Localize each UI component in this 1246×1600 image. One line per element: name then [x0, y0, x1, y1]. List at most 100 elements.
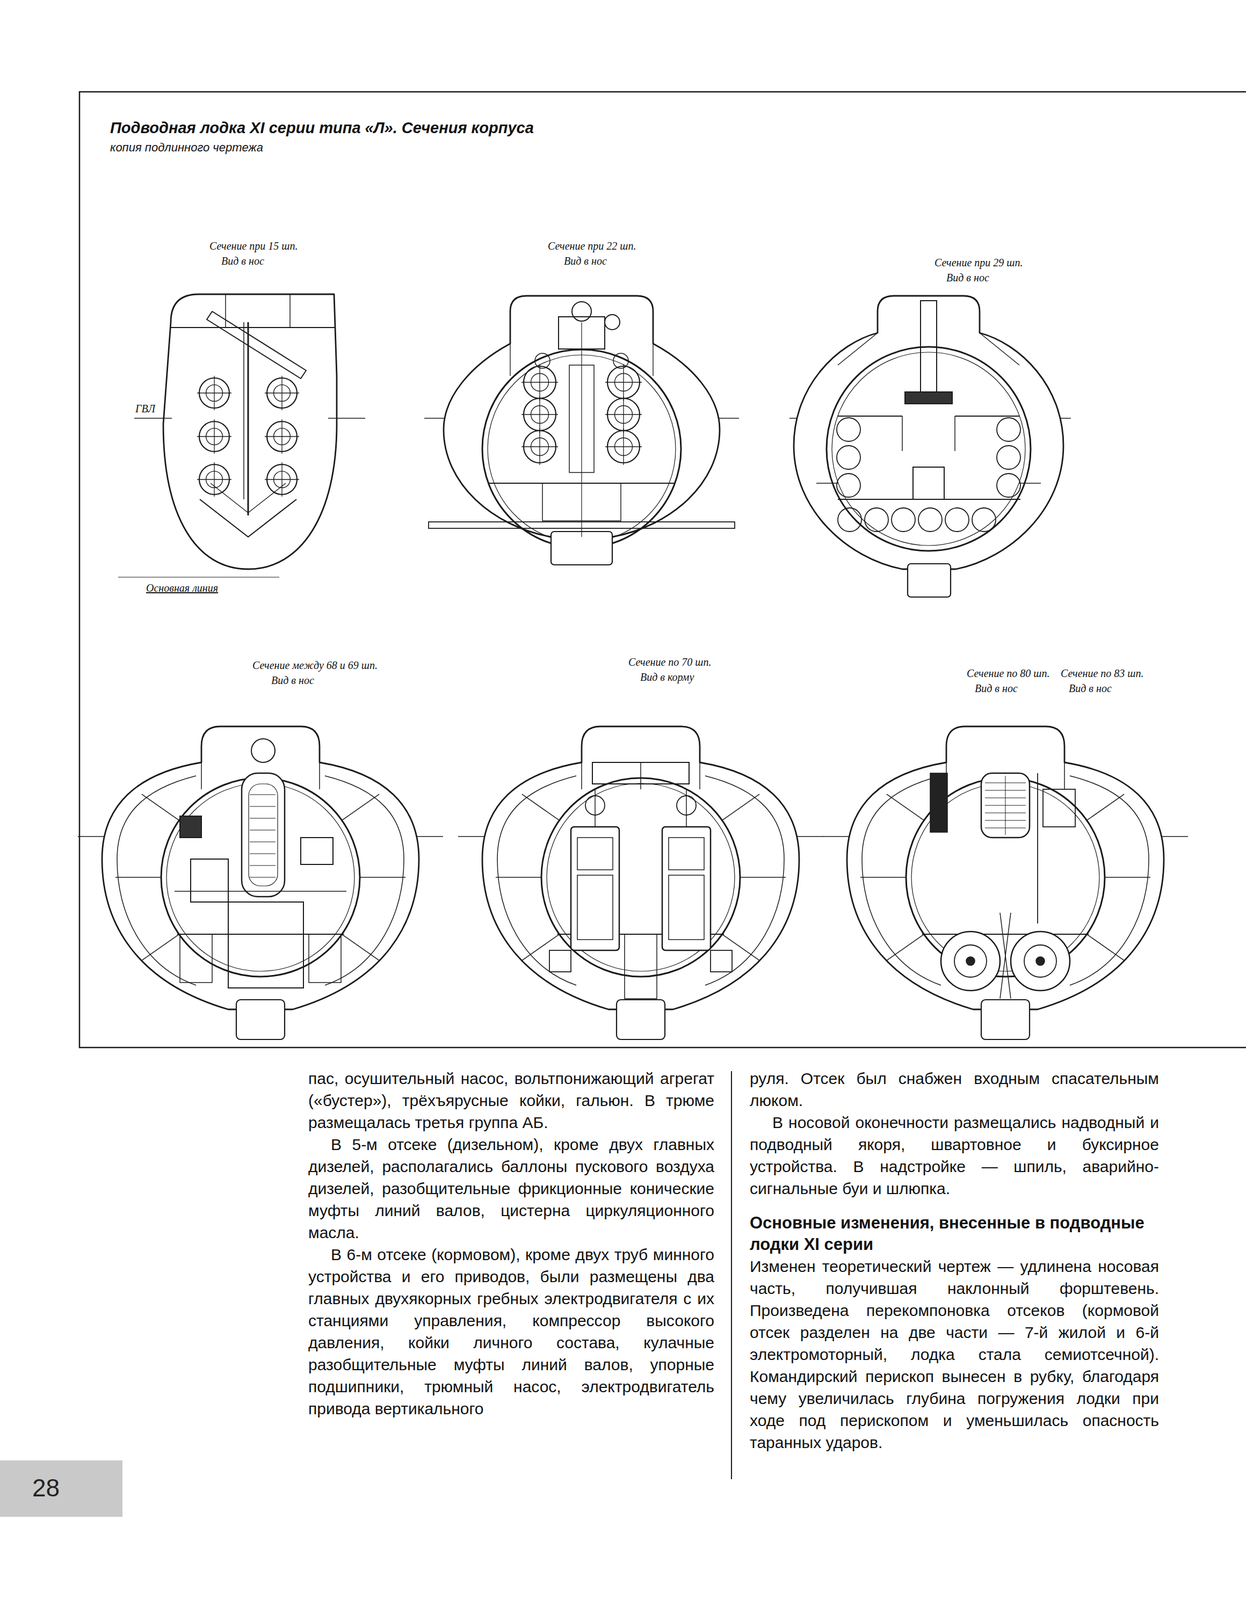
- pipe: [685, 789, 687, 828]
- valve: [534, 353, 550, 369]
- ladder-rung: [249, 794, 276, 795]
- superstructure-deck: [170, 327, 336, 329]
- valve: [613, 353, 629, 369]
- text-column: руля. Отсек был снабжен входным спасател…: [749, 1067, 1159, 1454]
- view-direction: Вид в нос: [563, 255, 607, 268]
- tank-frame: [1087, 794, 1125, 821]
- outer-hull: [793, 295, 1064, 570]
- waterline: [134, 417, 172, 419]
- ladder-rung: [249, 829, 276, 831]
- base-line: [118, 576, 280, 578]
- battery-cell: [836, 473, 861, 498]
- tank-frame: [886, 794, 925, 821]
- outer-hull: [443, 295, 720, 538]
- electric-motor: [1024, 945, 1057, 978]
- view-direction: Вид в нос: [974, 682, 1018, 695]
- equipment: [300, 837, 333, 865]
- battery-cell: [945, 508, 969, 532]
- diesel-cylinder: [577, 837, 613, 871]
- platform: [901, 416, 903, 452]
- superstructure-frame: [200, 762, 202, 790]
- pedestal: [913, 467, 945, 500]
- escape-trunk: [241, 773, 285, 897]
- equipment: [190, 859, 229, 903]
- pressure-hull: [546, 783, 735, 972]
- anchor-pipe: [206, 311, 307, 379]
- motor-shaft: [966, 957, 975, 966]
- tank-frame: [522, 934, 560, 961]
- deck-line: [922, 933, 1089, 936]
- pressure-hull: [541, 778, 741, 977]
- tube-axis: [213, 462, 215, 497]
- diesel-cylinder: [668, 837, 705, 871]
- tube-axis: [281, 375, 282, 411]
- tube-axis: [281, 419, 282, 454]
- keel-box: [907, 563, 951, 598]
- outer-hull: [846, 726, 1164, 1010]
- engine-mount: [549, 950, 571, 973]
- battery-cell: [837, 508, 862, 532]
- equipment: [179, 934, 213, 983]
- equipment: [1042, 789, 1076, 828]
- battery-cell: [996, 445, 1021, 470]
- hatch-coaming: [904, 392, 953, 404]
- center-line: [640, 762, 642, 790]
- hatch-grid: [1005, 776, 1006, 836]
- tank-frame: [1104, 877, 1151, 879]
- diesel-engine: [570, 827, 620, 951]
- page-number-band: [0, 1460, 123, 1518]
- pipe: [1037, 773, 1039, 924]
- bow-v-frame: [210, 483, 286, 513]
- section-label: Сечение при 29 шп.: [934, 256, 1023, 270]
- bilge-frame: [624, 934, 657, 999]
- hull-section: [822, 726, 1188, 1040]
- bilge-frame: [542, 483, 621, 521]
- electric-motor: [940, 931, 1001, 991]
- ladder-rung: [249, 806, 276, 807]
- tank-frame: [141, 934, 180, 961]
- hatch: [981, 773, 1030, 838]
- section-label: Сечение по 70 шп.: [628, 656, 712, 669]
- tube-axis: [623, 396, 624, 433]
- outer-hull: [163, 294, 337, 570]
- tube-axis: [213, 419, 215, 454]
- diesel-engine: [662, 827, 711, 951]
- superstructure-frame: [225, 294, 227, 328]
- stem-post: [247, 322, 250, 516]
- view-direction: Вид в нос: [221, 255, 265, 268]
- section-label: Сечение по 83 шп.: [1060, 667, 1144, 680]
- text-column: пас, осушительный насос, вольтпонижающий…: [308, 1067, 715, 1421]
- tube-axis: [539, 364, 540, 401]
- view-direction: Вид в корму: [640, 671, 694, 684]
- battery-cell: [891, 508, 916, 532]
- section-label: Сечение между 68 и 69 шп.: [252, 659, 378, 672]
- view-direction: Вид в нос: [946, 271, 990, 285]
- electric-motor: [954, 945, 987, 978]
- pressure-hull: [826, 346, 1031, 552]
- outer-hull: [482, 726, 800, 1010]
- platform: [837, 415, 903, 417]
- ladder-rung: [249, 841, 276, 843]
- baseline-label: Основная линия: [146, 582, 219, 595]
- stem-post: [243, 322, 245, 500]
- equipment: [179, 816, 202, 838]
- drawing-frame: [79, 91, 1246, 1048]
- tube-space: [569, 365, 594, 473]
- ladder-rung: [249, 865, 276, 866]
- battery-cell: [864, 508, 889, 532]
- diesel-crankcase: [668, 875, 705, 940]
- tube-axis: [623, 428, 624, 466]
- strut: [1000, 913, 1011, 999]
- windlass-drum: [571, 301, 592, 322]
- periscope-trunk: [920, 300, 937, 398]
- tank-frame: [522, 794, 560, 821]
- diesel-crankcase: [577, 875, 613, 940]
- keel-box: [616, 1000, 665, 1040]
- section-label: Сечение при 15 шп.: [209, 240, 298, 253]
- section-label: Сечение по 80 шп.: [966, 667, 1050, 680]
- battery-cell: [996, 417, 1021, 442]
- platform: [954, 415, 1020, 417]
- section-heading: Основные изменения, внесенные в подводны…: [749, 1212, 1159, 1256]
- tube-axis: [623, 364, 624, 401]
